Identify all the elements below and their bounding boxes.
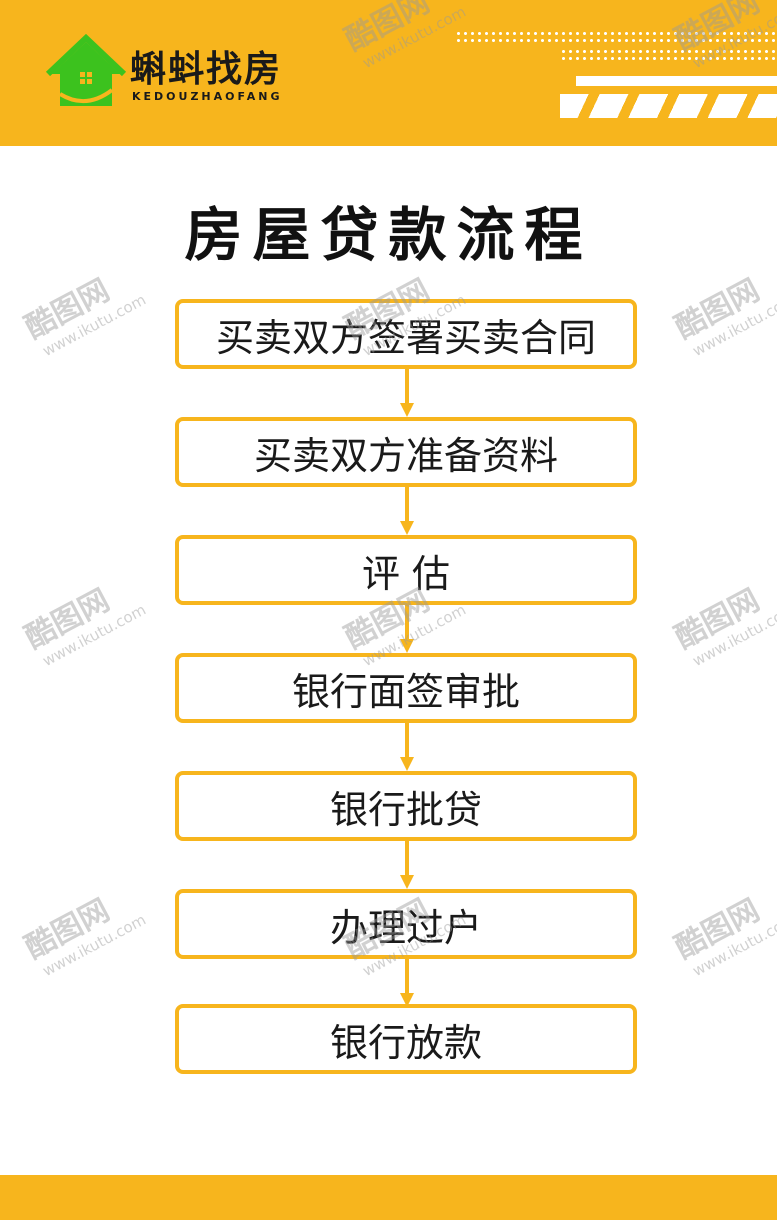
brand-name: 蝌蚪找房: [130, 49, 283, 90]
header-stripes: [560, 94, 777, 118]
step-3-box: 评 估: [175, 535, 637, 605]
arrow-2-3: [400, 487, 414, 535]
footer-band: [0, 1175, 777, 1220]
step-5-box: 银行批贷: [175, 771, 637, 841]
page-title: 房屋贷款流程: [184, 201, 593, 269]
arrow-6-7: [400, 959, 414, 1007]
step-2-box: 买卖双方准备资料: [175, 417, 637, 487]
step-1-label: 买卖双方签署买卖合同: [215, 315, 596, 360]
step-7-label: 银行放款: [329, 1020, 482, 1065]
header-underline: [0, 138, 520, 144]
footer-dots-top: [640, 1140, 777, 1154]
house-logo-icon: [46, 34, 126, 106]
header-dots-top: [455, 30, 777, 44]
step-4-box: 银行面签审批: [175, 653, 637, 723]
brand-subtitle: KEDOUZHAOFANG: [132, 90, 283, 103]
step-2-label: 买卖双方准备资料: [253, 433, 558, 478]
header-stripe-bar: [576, 76, 777, 86]
header-dots-mid: [560, 48, 777, 62]
step-6-box: 办理过户: [175, 889, 637, 959]
arrow-5-6: [400, 841, 414, 889]
step-7-box: 银行放款: [175, 1004, 637, 1074]
step-3-label: 评 估: [361, 551, 451, 596]
step-5-label: 银行批贷: [329, 787, 482, 832]
arrow-4-5: [400, 723, 414, 771]
step-4-label: 银行面签审批: [291, 669, 520, 714]
step-6-label: 办理过户: [329, 905, 482, 950]
brand-logo: 蝌蚪找房 KEDOUZHAOFANG: [46, 34, 306, 114]
footer-dots-bottom: [455, 1158, 777, 1172]
arrow-1-2: [400, 369, 414, 417]
header-band: [0, 0, 777, 146]
arrow-3-4: [400, 605, 414, 653]
step-1-box: 买卖双方签署买卖合同: [175, 299, 637, 369]
